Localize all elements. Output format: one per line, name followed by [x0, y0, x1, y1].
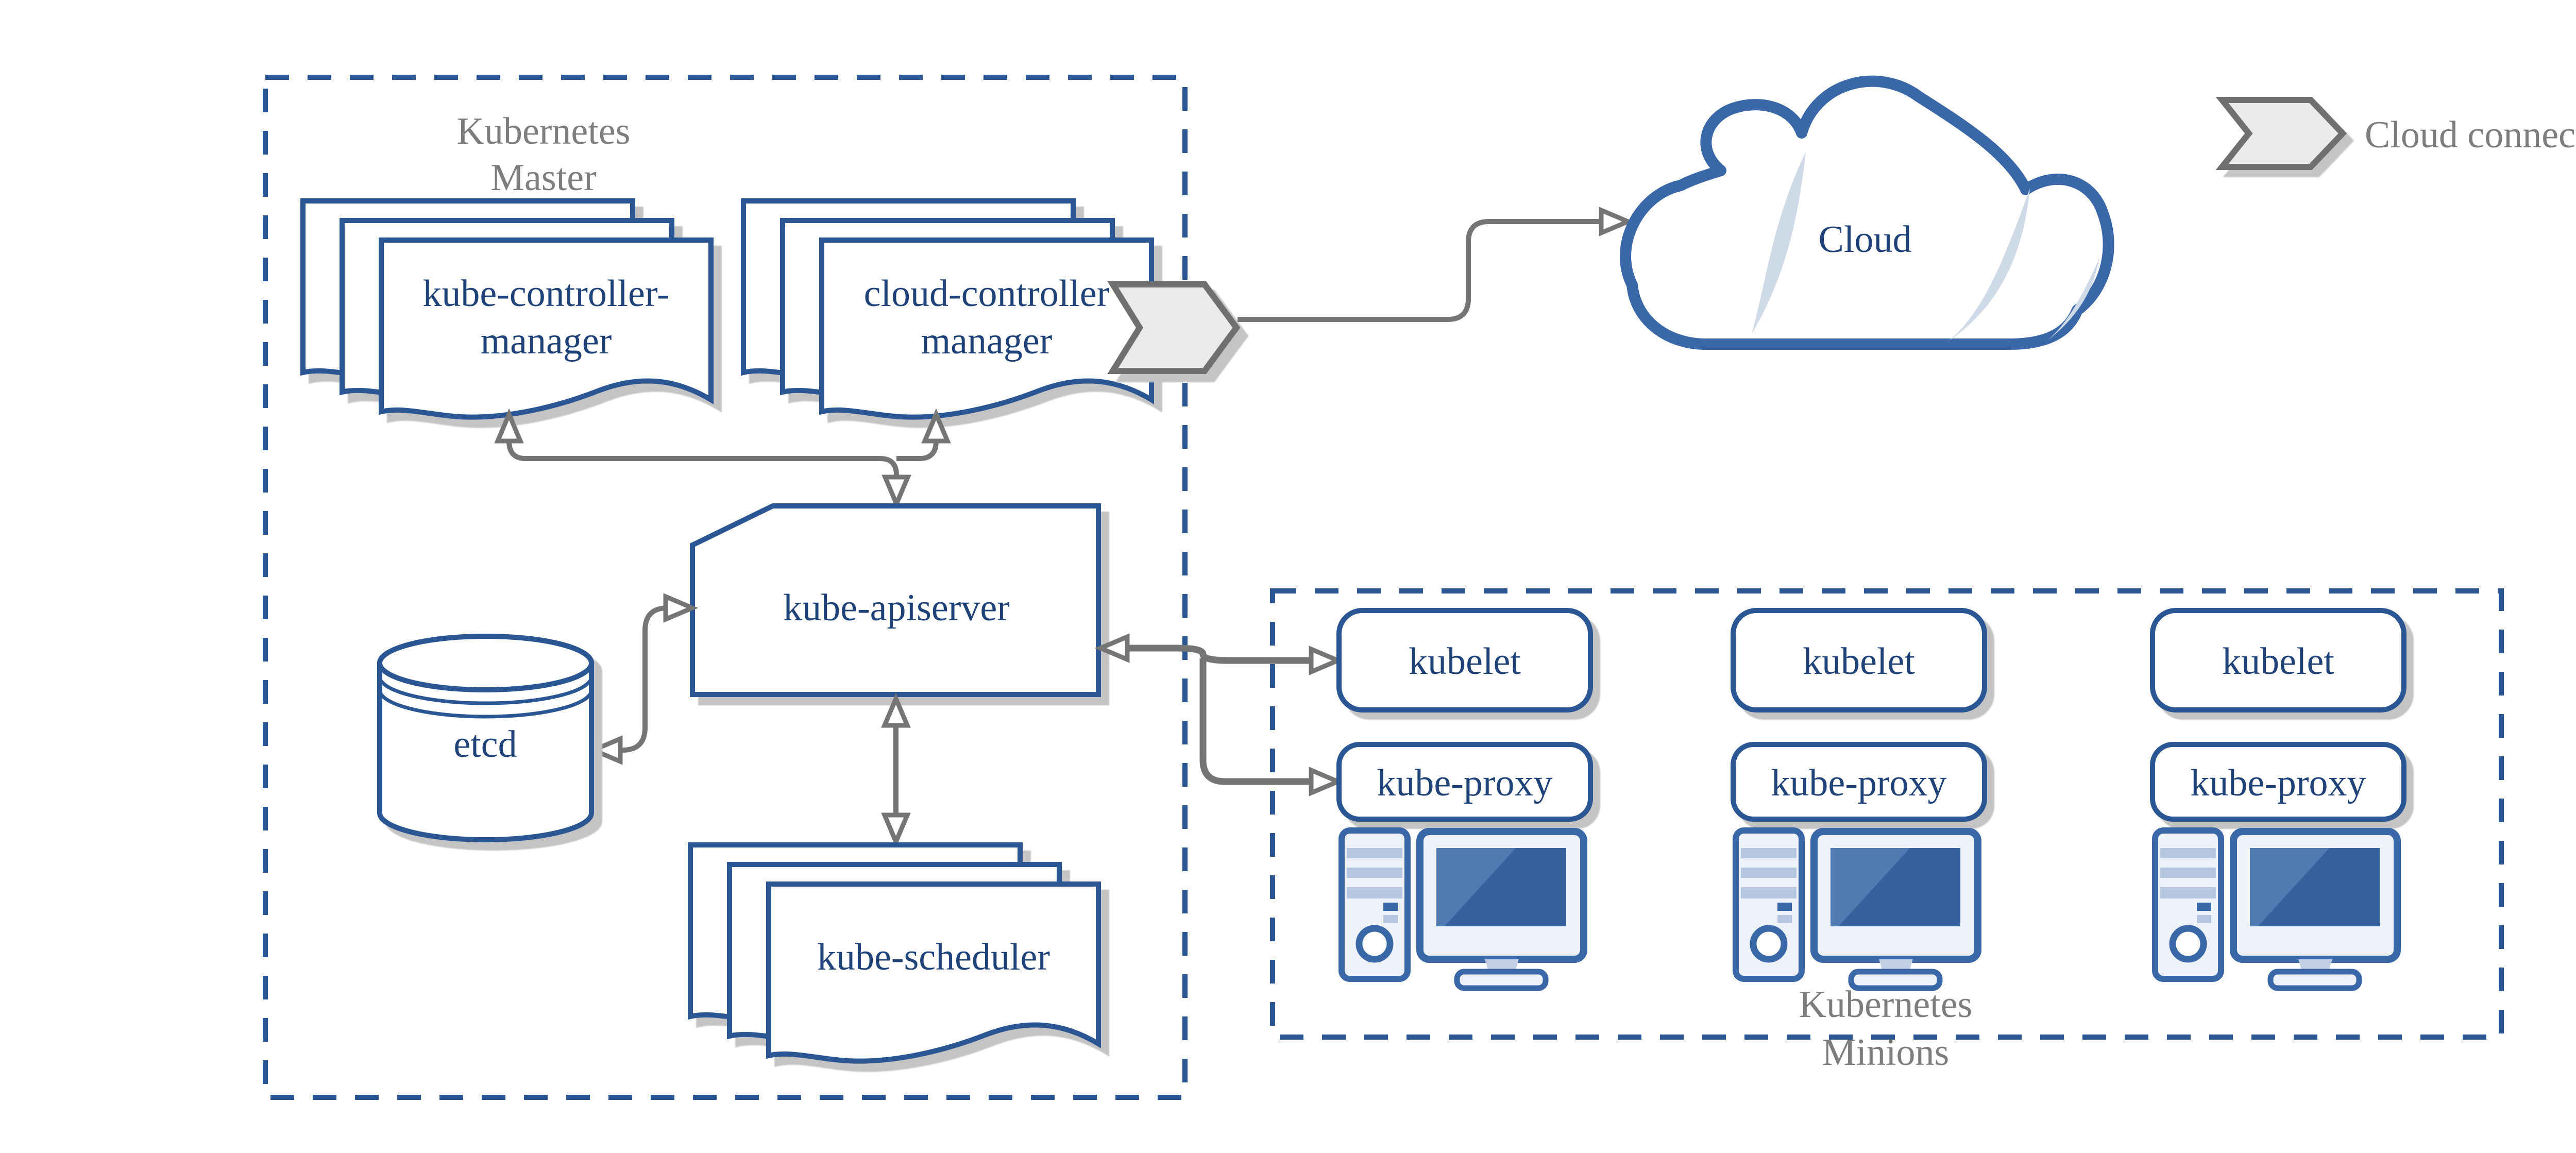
kubelet-box: [1336, 608, 1593, 713]
kubernetes-minions-boundary: [1270, 588, 2504, 1040]
minions-title-line1: Kubernetes: [1799, 984, 1973, 1026]
kube-proxy-box: [1336, 742, 1593, 822]
tower-power-button: [2169, 925, 2207, 963]
etcd-rim-line-2: [378, 689, 594, 719]
arrowhead-into-cloud-controller-manager: [921, 408, 951, 444]
tower-led-dark: [1777, 903, 1792, 911]
master-title-line1: Kubernetes: [457, 110, 631, 152]
tower-stripe-3: [2160, 887, 2216, 898]
tower-led-light: [2197, 915, 2211, 923]
connector-apiserver-etcd: [602, 605, 685, 753]
tower-power-button: [1355, 925, 1394, 963]
kube-proxy-label: kube-proxy: [2190, 762, 2366, 804]
tower-stripe-2: [1741, 868, 1797, 878]
arrowhead-into-apiserver-right: [1094, 633, 1130, 663]
cloud-label: Cloud: [1819, 218, 1912, 261]
tower-stripe-1: [2160, 848, 2216, 858]
tower-led-light: [1777, 915, 1792, 923]
connector-apiserver-kubelet: [1109, 645, 1311, 664]
connector-apiserver-kube-proxy: [1199, 658, 1311, 785]
cloud-controller-manager-stack: cloud-controller manager: [741, 198, 1154, 420]
monitor-base: [1848, 969, 1943, 991]
tower-stripe-1: [1741, 848, 1797, 858]
minion-node-3: kubelet kube-proxy: [2150, 608, 2406, 991]
kube-scheduler-stack: kube-scheduler: [688, 842, 1101, 1064]
kube-proxy-label: kube-proxy: [1771, 762, 1946, 804]
kube-proxy-label: kube-proxy: [1377, 762, 1552, 804]
tower-led-dark: [2197, 903, 2211, 911]
arrowhead-into-cloud: [1599, 207, 1634, 236]
computer-icon: [1338, 827, 1587, 991]
cloud-highlight-sliver-left: [1752, 152, 1806, 334]
kube-proxy-box: [1731, 742, 1987, 822]
kube-apiserver-label: kube-apiserver: [783, 587, 1010, 629]
monitor-screen: [1436, 848, 1566, 926]
document-sheet-front: [766, 881, 1101, 1064]
tower-stripe-2: [2160, 868, 2216, 878]
etcd-rim-line-1: [378, 676, 594, 705]
kube-controller-manager-label-line1: kube-controller-: [422, 273, 669, 315]
kubelet-box: [1731, 608, 1987, 713]
document-sheet-front: [819, 238, 1154, 420]
arrowhead-into-apiserver-left: [663, 593, 699, 623]
tower-stripe-2: [1347, 868, 1402, 878]
arrowhead-into-apiserver-top: [882, 474, 911, 510]
monitor-base: [2267, 969, 2362, 991]
tower-led-light: [1383, 915, 1398, 923]
arrowhead-into-kubelet: [1309, 646, 1344, 675]
arrowhead-into-kube-proxy: [1309, 767, 1344, 796]
tower-power-button: [1750, 925, 1788, 963]
cloud-connector-chevron-icon: [1107, 281, 1241, 374]
cloud-controller-manager-label-line2: manager: [921, 320, 1053, 362]
tower-stripe-3: [1347, 887, 1402, 898]
cloud-shape: Cloud: [1620, 75, 2114, 350]
computer-icon: [2152, 827, 2401, 991]
monitor-screen: [2250, 848, 2380, 926]
arrowhead-into-kube-controller-manager: [494, 408, 524, 444]
legend-cloud-connector-icon: [2215, 97, 2347, 170]
kube-controller-manager-label-line2: manager: [481, 320, 612, 362]
arrowhead-down-into-scheduler: [881, 812, 911, 848]
tower-led-dark: [1383, 903, 1398, 911]
master-title-line2: Master: [490, 157, 597, 199]
kubelet-label: kubelet: [1803, 640, 1915, 683]
monitor-screen: [1831, 848, 1960, 926]
etcd-cylinder-top: [377, 634, 594, 692]
kube-scheduler-label: kube-scheduler: [817, 936, 1050, 978]
kube-controller-manager-stack: kube-controller- manager: [300, 198, 714, 420]
etcd-label: etcd: [453, 723, 517, 766]
kube-proxy-box: [2150, 742, 2406, 822]
arrowhead-into-etcd: [587, 735, 623, 765]
connector-managers-to-apiserver-right: [896, 440, 939, 461]
arrowhead-up-into-apiserver-bottom: [881, 692, 911, 728]
cloud-controller-manager-label-line1: cloud-controller: [864, 273, 1110, 315]
kubelet-label: kubelet: [1409, 640, 1521, 683]
tower-stripe-3: [1741, 887, 1797, 898]
legend-label: Cloud connector: [2365, 114, 2576, 156]
monitor-base: [1454, 969, 1549, 991]
minion-node-1: kubelet kube-proxy: [1336, 608, 1593, 991]
minions-title-line2: Minions: [1822, 1031, 1950, 1074]
computer-icon: [1733, 827, 1981, 991]
etcd-database: etcd: [377, 634, 594, 842]
kubelet-box: [2150, 608, 2406, 713]
tower-stripe-1: [1347, 848, 1402, 858]
cloud-outline: [1620, 75, 2114, 350]
connector-ccm-to-cloud: [1238, 219, 1601, 322]
kubelet-label: kubelet: [2222, 640, 2334, 683]
connector-managers-to-apiserver-left: [506, 440, 899, 494]
minion-node-2: kubelet kube-proxy: [1731, 608, 1987, 991]
document-sheet-front: [379, 238, 714, 420]
